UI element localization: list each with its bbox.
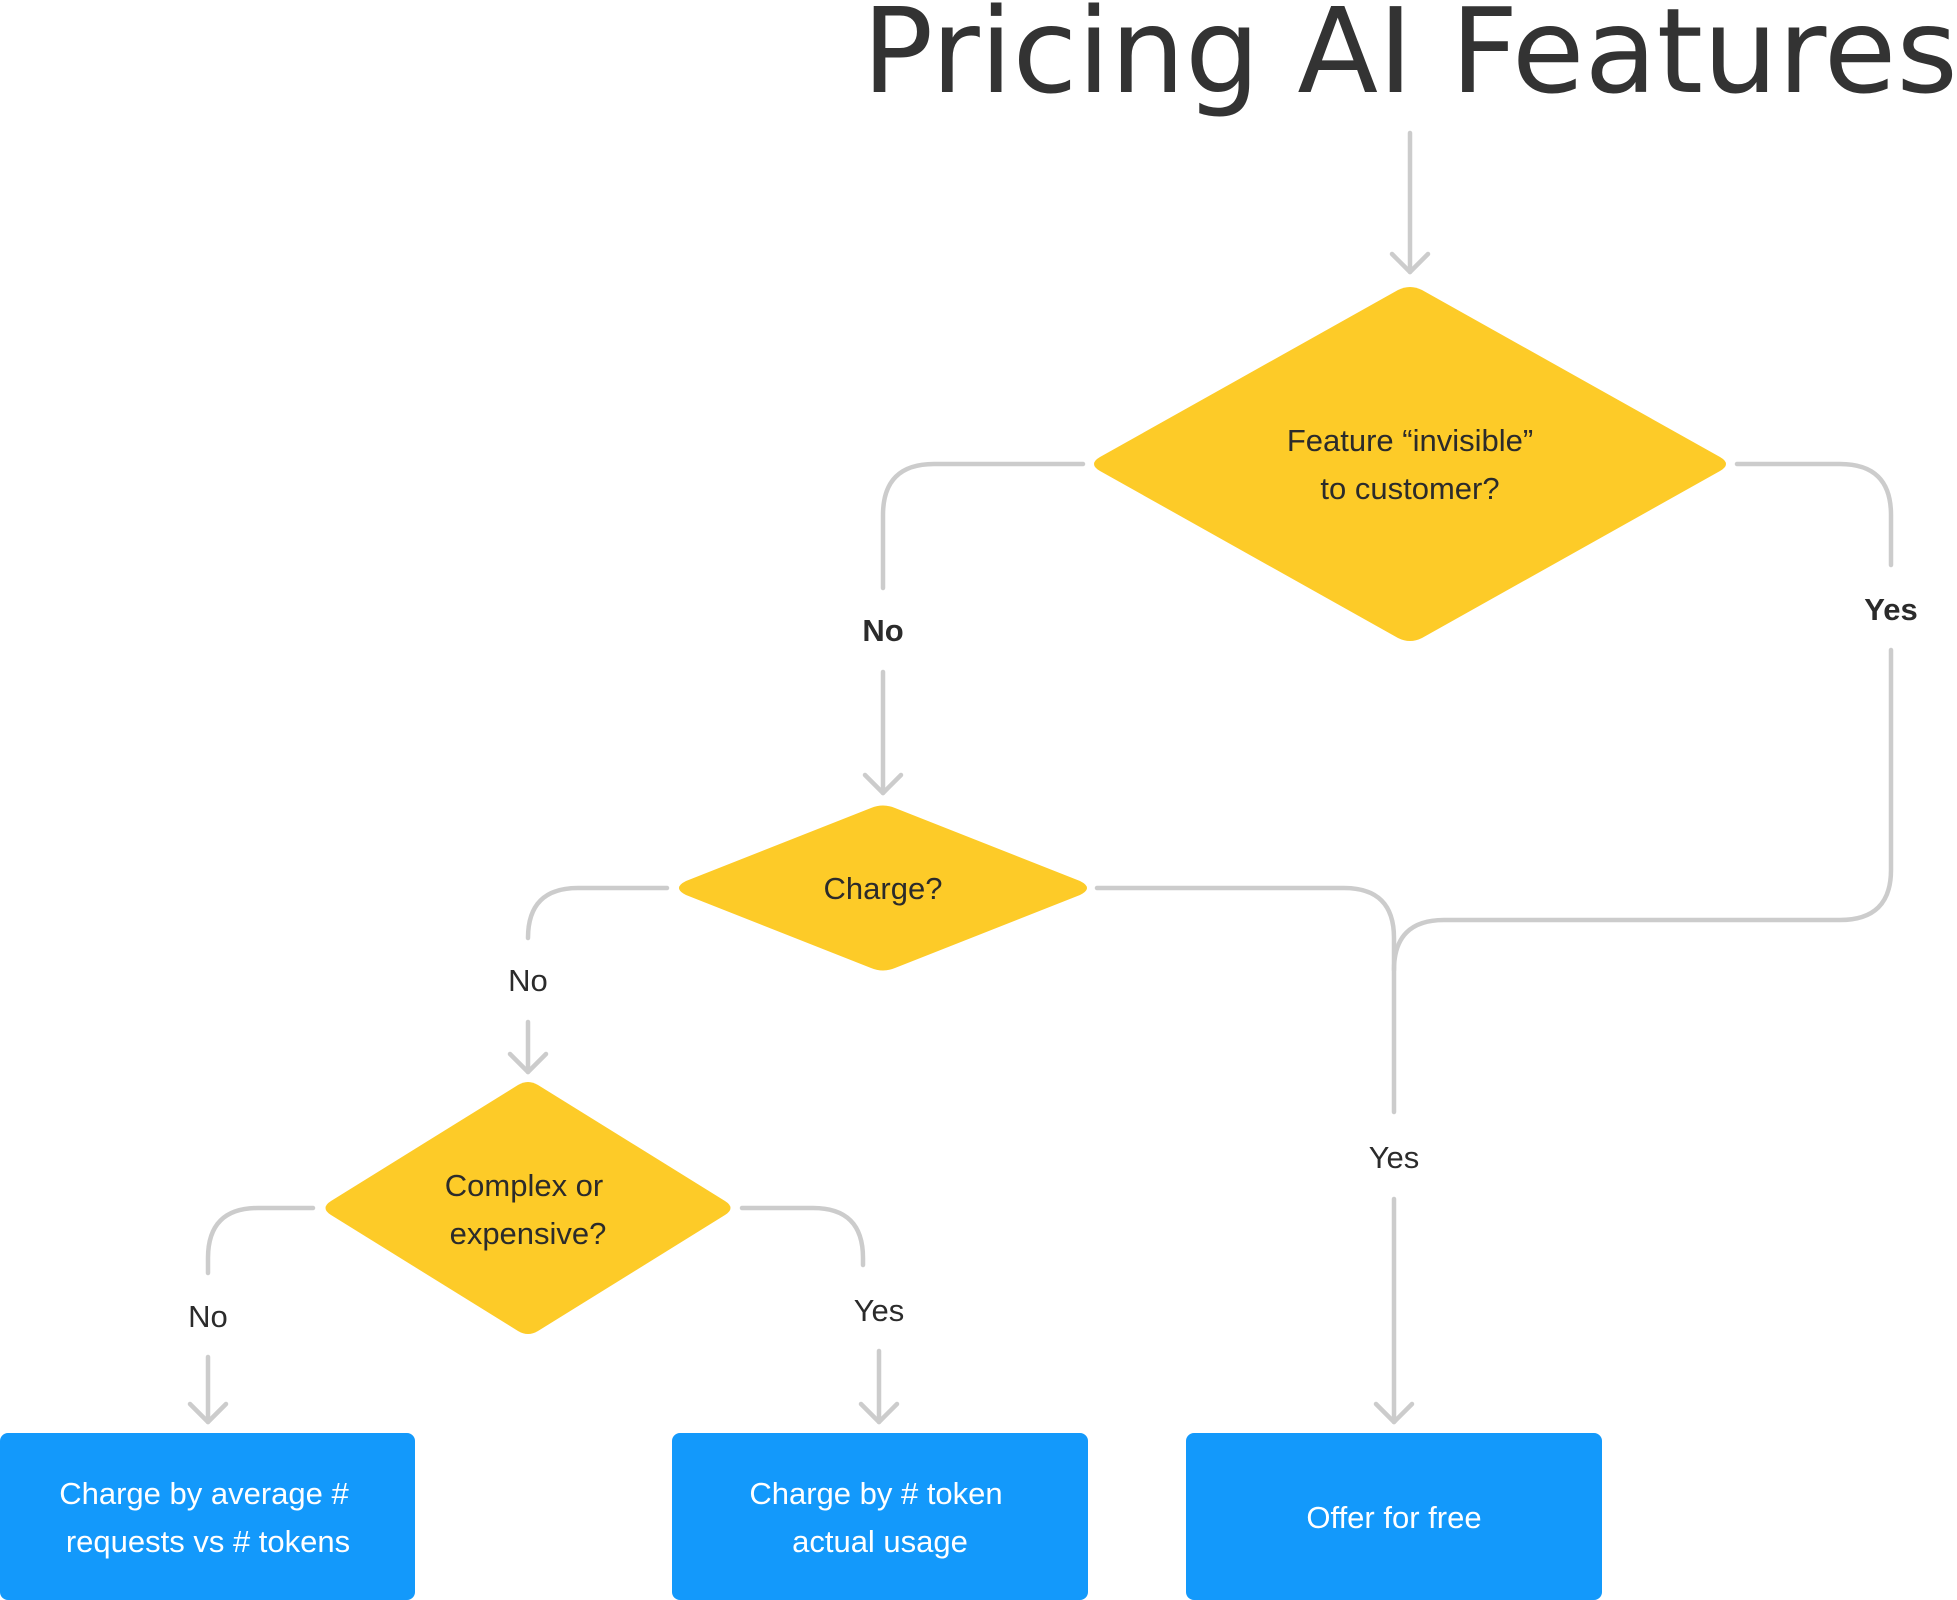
arrowhead bbox=[1389, 251, 1431, 275]
decision-text-line1: Complex or bbox=[445, 1168, 604, 1203]
connector-charge-yes bbox=[1094, 885, 1397, 1115]
diagram-title: Pricing AI Features bbox=[862, 0, 1957, 120]
edge-label-charge-yes: Yes bbox=[1369, 1140, 1420, 1175]
arrowhead bbox=[862, 772, 904, 796]
outcome-box bbox=[0, 1433, 415, 1600]
outcome-text-line2: requests vs # tokens bbox=[66, 1524, 350, 1559]
decision-text-line1: Feature “invisible” bbox=[1287, 423, 1533, 458]
connector-invisible-yes-lower bbox=[1391, 647, 1894, 973]
decision-diamond bbox=[1094, 287, 1726, 641]
edge-label-invisible-yes: Yes bbox=[1864, 592, 1917, 627]
decision-charge: Charge? bbox=[679, 805, 1087, 971]
edge-label-complex-yes: Yes bbox=[854, 1293, 905, 1328]
connector-invisible-no bbox=[880, 461, 1086, 591]
connector-complex-yes bbox=[739, 1205, 866, 1268]
connector-complex-no bbox=[205, 1205, 316, 1276]
edge-label-charge-no: No bbox=[508, 963, 548, 998]
arrowhead bbox=[507, 1051, 549, 1075]
decision-diamond bbox=[325, 1082, 731, 1334]
outcome-text: Offer for free bbox=[1306, 1500, 1481, 1535]
outcome-text-line2: actual usage bbox=[792, 1524, 968, 1559]
arrowhead bbox=[858, 1401, 900, 1425]
decision-complex-or-expensive: Complex or expensive? bbox=[325, 1082, 731, 1334]
decision-invisible-to-customer: Feature “invisible” to customer? bbox=[1094, 287, 1726, 641]
decision-diamond bbox=[679, 805, 1087, 971]
outcome-text-line1: Charge by average # bbox=[59, 1476, 349, 1511]
decision-text: Charge? bbox=[824, 871, 943, 906]
decision-text-line2: expensive? bbox=[450, 1216, 607, 1251]
arrowhead bbox=[1373, 1401, 1415, 1425]
outcome-text-line1: Charge by # token bbox=[749, 1476, 1002, 1511]
connector-invisible-yes bbox=[1734, 461, 1894, 568]
arrowhead bbox=[187, 1401, 229, 1425]
outcome-charge-by-token-usage: Charge by # token actual usage bbox=[672, 1433, 1088, 1600]
outcome-box bbox=[1186, 1433, 1602, 1600]
edge-label-complex-no: No bbox=[188, 1299, 228, 1334]
decision-text-line2: to customer? bbox=[1320, 471, 1499, 506]
connector-charge-no bbox=[525, 885, 670, 941]
outcome-charge-by-average-requests: Charge by average # requests vs # tokens bbox=[0, 1433, 415, 1600]
outcome-offer-for-free: Offer for free bbox=[1186, 1433, 1602, 1600]
edge-label-invisible-no: No bbox=[862, 613, 903, 648]
outcome-box bbox=[672, 1433, 1088, 1600]
